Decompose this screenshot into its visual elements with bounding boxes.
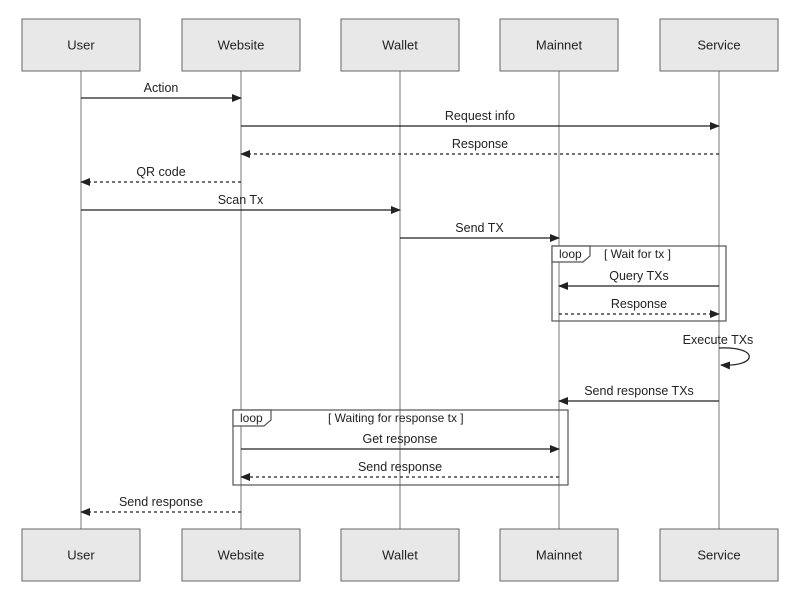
actor-service-top: Service — [659, 18, 779, 72]
message-label: Action — [144, 81, 179, 95]
message-6: Send TX — [400, 221, 560, 242]
message-4: QR code — [80, 165, 241, 186]
message-label: Send TX — [455, 221, 504, 235]
actor-box — [340, 18, 460, 72]
message-2: Request info — [241, 109, 720, 130]
actor-website-top: Website — [181, 18, 301, 72]
loop-frame-tab — [551, 245, 591, 263]
self-message-arrow — [718, 347, 750, 370]
actor-label: Mainnet — [536, 547, 583, 562]
actor-box — [181, 528, 301, 582]
message-label: Request info — [445, 109, 515, 123]
message-label: QR code — [136, 165, 185, 179]
actor-box — [499, 528, 619, 582]
actor-box — [659, 18, 779, 72]
loop-frame-label: loop — [559, 247, 582, 261]
message-9: Execute TXs — [683, 333, 754, 370]
actor-mainnet-top: Mainnet — [499, 18, 619, 72]
loop-frame-label: loop — [240, 411, 263, 425]
message-5: Scan Tx — [81, 193, 401, 214]
actor-wallet-top: Wallet — [340, 18, 460, 72]
message-3: Response — [240, 137, 719, 158]
message-10: Send response TXs — [558, 384, 719, 405]
actor-box — [21, 18, 141, 72]
loop-frame-guard: [ Waiting for response tx ] — [328, 411, 464, 425]
message-8: Response — [559, 297, 720, 318]
actor-box — [340, 528, 460, 582]
message-label: Send response — [358, 460, 442, 474]
message-label: Send response — [119, 495, 203, 509]
message-1: Action — [81, 81, 242, 102]
message-12: Send response — [240, 460, 559, 481]
actor-label: Mainnet — [536, 37, 583, 52]
message-label: Scan Tx — [218, 193, 264, 207]
loop-frame-border — [232, 409, 569, 486]
actors-bottom: User Website Wallet Mainnet Service — [21, 528, 779, 582]
message-11: Get response — [241, 432, 560, 453]
actor-user-bottom: User — [21, 528, 141, 582]
actor-user-top: User — [21, 18, 141, 72]
actor-label: User — [67, 547, 95, 562]
actor-website-bottom: Website — [181, 528, 301, 582]
loop-frame-wait-for-tx: loop [ Wait for tx ] — [551, 245, 727, 322]
message-label: Execute TXs — [683, 333, 754, 347]
actor-label: Wallet — [382, 37, 418, 52]
actor-label: Service — [697, 37, 740, 52]
loop-frame-tab — [232, 409, 272, 427]
message-label: Query TXs — [609, 269, 669, 283]
actor-box — [21, 528, 141, 582]
actor-label: Wallet — [382, 547, 418, 562]
actor-label: User — [67, 37, 95, 52]
loop-frame-waiting-for-response: loop [ Waiting for response tx ] — [232, 409, 569, 486]
message-7: Query TXs — [558, 269, 719, 290]
actor-box — [181, 18, 301, 72]
actor-mainnet-bottom: Mainnet — [499, 528, 619, 582]
actors-top: User Website Wallet Mainnet Service — [21, 18, 779, 72]
message-13: Send response — [80, 495, 241, 516]
actor-box — [499, 18, 619, 72]
actor-wallet-bottom: Wallet — [340, 528, 460, 582]
message-label: Get response — [362, 432, 437, 446]
actor-label: Service — [697, 547, 740, 562]
actor-label: Website — [218, 37, 265, 52]
actor-box — [659, 528, 779, 582]
message-label: Response — [452, 137, 508, 151]
actor-service-bottom: Service — [659, 528, 779, 582]
message-label: Send response TXs — [584, 384, 694, 398]
loop-frame-guard: [ Wait for tx ] — [604, 247, 671, 261]
message-label: Response — [611, 297, 667, 311]
loop-frame-border — [551, 245, 727, 322]
actor-label: Website — [218, 547, 265, 562]
